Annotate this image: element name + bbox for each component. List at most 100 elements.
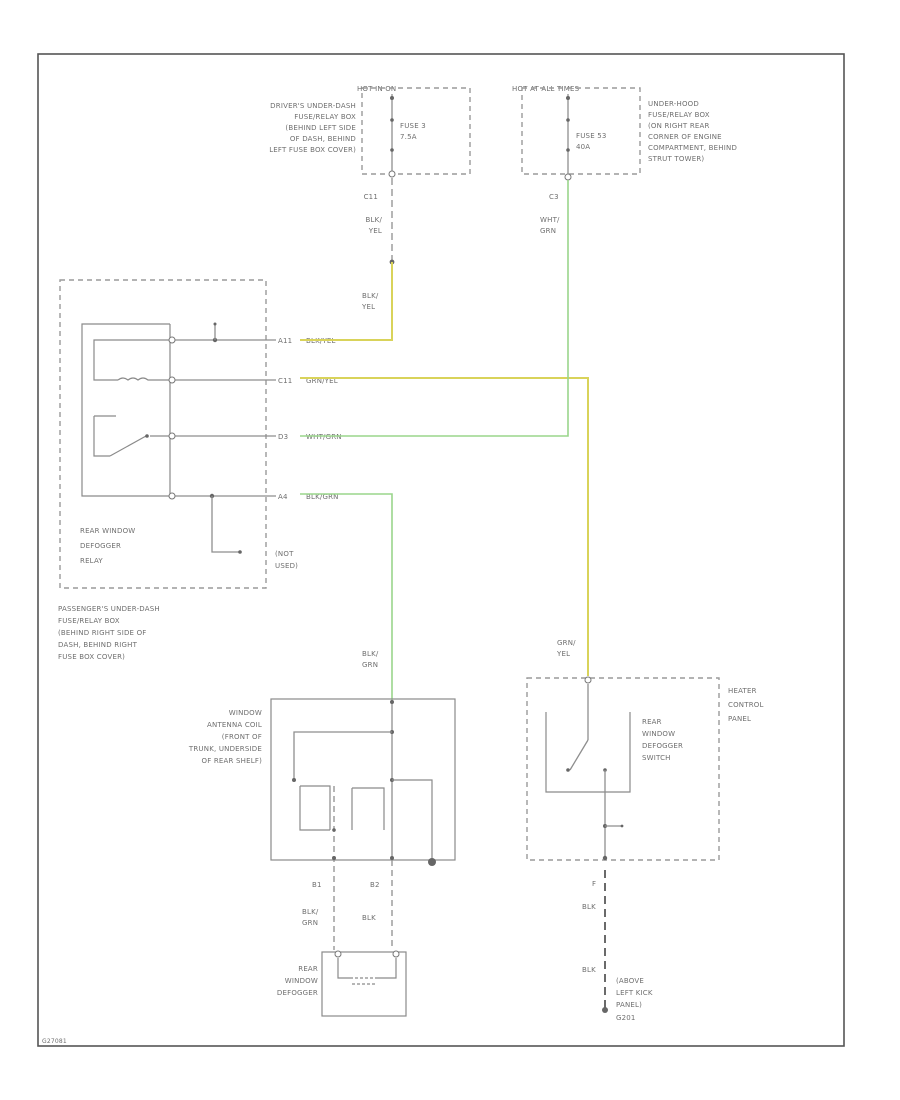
coil-out2-pin: B2 (370, 881, 380, 889)
wire-blk-grn (300, 493, 393, 700)
coil-out1-wire-0: BLK/ (302, 908, 319, 916)
driver-wire-color-1: YEL (368, 227, 382, 235)
heater-panel-outline (526, 677, 720, 861)
defogger-grid (350, 977, 378, 985)
heater-wire-in-1: YEL (556, 650, 570, 658)
relay-wire-in-1: YEL (361, 303, 375, 311)
coil-label-3: TRUNK, UNDERSIDE (188, 745, 262, 753)
heater-switch-blade (569, 739, 589, 771)
relay-pin-0: A11 (278, 337, 292, 345)
relay-wire-3: BLK/GRN (306, 493, 339, 501)
underhood-desc-1: FUSE/RELAY BOX (648, 111, 710, 119)
relay-wire-1: GRN/YEL (306, 377, 338, 385)
heater-switch-0: REAR (642, 718, 662, 726)
heater-wire-in-0: GRN/ (557, 639, 576, 647)
coil-winding-left (299, 785, 331, 831)
wire-grn-yel (300, 377, 589, 676)
underhood-fuse-box-outline (521, 87, 641, 175)
underhood-fuse-rating: 40A (576, 143, 590, 151)
heater-switch-frame (545, 712, 631, 793)
relay-not-used-1: USED) (275, 562, 298, 570)
ground-label-1: LEFT KICK (616, 989, 653, 997)
ground-label-0: (ABOVE (616, 977, 644, 985)
relay-pin-1: C11 (278, 377, 292, 385)
diagram-id: G27081 (42, 1038, 67, 1045)
driver-connector-label: C11 (364, 193, 378, 201)
relay-label-0: REAR WINDOW (80, 527, 135, 535)
driver-fuse-desc-0: DRIVER'S UNDER-DASH (270, 102, 356, 110)
coil-label-2: (FRONT OF (222, 733, 262, 741)
driver-fuse-box-outline (361, 87, 471, 175)
relay-label-2: RELAY (80, 557, 103, 565)
coil-out1-pin: B1 (312, 881, 322, 889)
coil-label-0: WINDOW (229, 709, 262, 717)
ground-point (602, 1007, 608, 1013)
underhood-desc-5: STRUT TOWER) (648, 155, 704, 163)
passenger-desc-0: PASSENGER'S UNDER-DASH (58, 605, 160, 613)
driver-hot-label: HOT IN ON (357, 85, 396, 93)
driver-fuse-desc-2: (BEHIND LEFT SIDE (285, 124, 356, 132)
underhood-desc-2: (ON RIGHT REAR (648, 122, 710, 130)
wire-wht-grn (300, 180, 569, 437)
relay-coil (117, 377, 170, 381)
heater-switch-3: SWITCH (642, 754, 671, 762)
underhood-wire-color-0: WHT/ (540, 216, 560, 224)
underhood-desc-3: CORNER OF ENGINE (648, 133, 722, 141)
coil-wire-in-1: GRN (362, 661, 378, 669)
defogger-label-0: REAR (298, 965, 318, 973)
relay-switch-lead (93, 416, 110, 457)
driver-fuse-name: FUSE 3 (400, 122, 426, 130)
heater-label-0: HEATER (728, 687, 757, 695)
relay-wire-2: WHT/GRN (306, 433, 342, 441)
heater-switch-1: WINDOW (642, 730, 675, 738)
heater-switch-2: DEFOGGER (642, 742, 683, 750)
relay-frame (81, 323, 170, 497)
ground-label-2: PANEL) (616, 1001, 642, 1009)
passenger-desc-2: (BEHIND RIGHT SIDE OF (58, 629, 147, 637)
defogger-box (321, 951, 407, 1017)
underhood-fuse-terminal (564, 173, 572, 181)
driver-wire-color-0: BLK/ (366, 216, 383, 224)
relay-pin-3: A4 (278, 493, 288, 501)
wire-blk-yel (300, 262, 393, 341)
coil-label-1: ANTENNA COIL (207, 721, 262, 729)
coil-box (270, 698, 456, 861)
relay-box-outline (59, 279, 267, 589)
passenger-desc-3: DASH, BEHIND RIGHT (58, 641, 138, 649)
driver-fuse-box: HOT IN ON DRIVER'S UNDER-DASH FUSE/RELAY… (269, 85, 471, 265)
coil-wire-in-0: BLK/ (362, 650, 379, 658)
heater-terminal (584, 676, 592, 684)
relay-label-1: DEFOGGER (80, 542, 121, 550)
passenger-desc-4: FUSE BOX COVER) (58, 653, 125, 661)
coil-out2-wire: BLK (362, 914, 376, 922)
driver-fuse-terminal (388, 170, 396, 178)
driver-fuse-desc-3: OF DASH, BEHIND (290, 135, 356, 143)
driver-fuse-desc-4: LEFT FUSE BOX COVER) (269, 146, 356, 154)
underhood-hot-label: HOT AT ALL TIMES (512, 85, 580, 93)
underhood-fuse-box: HOT AT ALL TIMES UNDER-HOOD FUSE/RELAY B… (512, 85, 737, 235)
coil-ground (428, 858, 436, 866)
antenna-coil: BLK/ GRN WINDOW ANTENNA COIL (FRONT OF T… (188, 650, 456, 950)
heater-wire-out2: BLK (582, 966, 596, 974)
relay-pin-2: D3 (278, 433, 288, 441)
underhood-fuse-name: FUSE 53 (576, 132, 607, 140)
diagram-frame (37, 53, 845, 1047)
relay-switch-blade (109, 435, 147, 457)
heater-label-1: CONTROL (728, 701, 764, 709)
coil-winding-right (351, 787, 385, 830)
driver-fuse-desc-1: FUSE/RELAY BOX (294, 113, 356, 121)
underhood-desc-0: UNDER-HOOD (648, 100, 699, 108)
defogger-relay: BLK/ YEL A11 C11 D3 A4 BLK/YEL GRN/YEL W (59, 279, 379, 589)
passenger-desc-1: FUSE/RELAY BOX (58, 617, 120, 625)
relay-coil-lead (93, 339, 170, 381)
underhood-connector-label: C3 (549, 193, 559, 201)
underhood-desc-4: COMPARTMENT, BEHIND (648, 144, 737, 152)
passenger-box-desc: PASSENGER'S UNDER-DASH FUSE/RELAY BOX (B… (58, 605, 160, 661)
heater-label-2: PANEL (728, 715, 751, 723)
heater-wire-out: BLK (582, 903, 596, 911)
heater-pin: F (592, 880, 596, 888)
relay-not-used-0: (NOT (275, 550, 294, 558)
driver-fuse-rating: 7.5A (400, 133, 417, 141)
heater-control-panel: GRN/ YEL HEATER CONTROL PANEL REAR WINDO… (526, 639, 764, 1022)
underhood-wire-color-1: GRN (540, 227, 556, 235)
